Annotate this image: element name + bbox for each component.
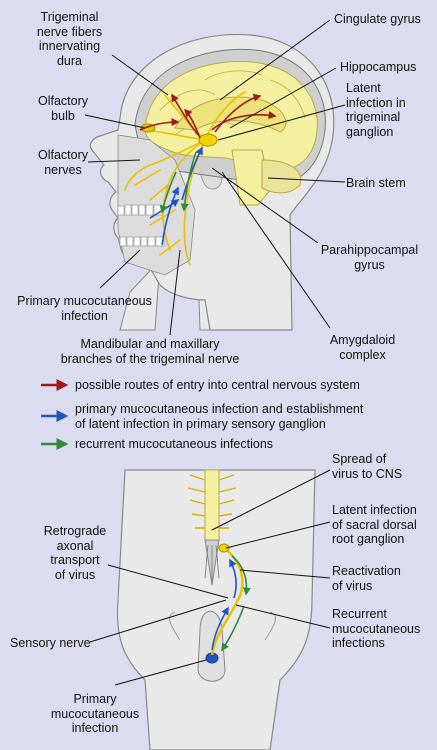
lower-blue-arrows	[211, 558, 237, 651]
trigeminal-ganglion	[198, 133, 218, 147]
groin-lines	[169, 611, 276, 641]
label-spread-cns: Spread of virus to CNS	[332, 452, 403, 481]
head-figure	[89, 33, 335, 331]
label-parahippocampal: Parahippocampal gyrus	[320, 243, 419, 272]
label-trigeminal-fibers: Trigeminal nerve fibers innervating dura	[36, 10, 103, 68]
legend-item-blue: primary mucocutaneous infection and esta…	[75, 402, 364, 431]
label-reactivation: Reactivation of virus	[332, 564, 401, 593]
label-brain-stem: Brain stem	[346, 176, 406, 190]
label-recurrent-lower: Recurrent mucocutaneous infections	[332, 607, 421, 650]
label-mandibular-maxillary: Mandibular and maxillary branches of the…	[60, 337, 240, 366]
label-hippocampus: Hippocampus	[340, 60, 417, 74]
sacral-ganglion	[218, 543, 230, 553]
leader-lines-lower	[89, 469, 331, 686]
leader-lines-upper	[84, 19, 346, 336]
cerebellum	[261, 159, 302, 194]
red-routes	[139, 93, 277, 139]
torso	[116, 469, 316, 750]
teeth	[117, 204, 165, 247]
label-sensory-nerve: Sensory nerve	[10, 636, 91, 650]
label-amygdaloid: Amygdaloid complex	[329, 333, 396, 362]
spinal-cord	[187, 469, 237, 586]
brain-gyri	[159, 70, 306, 136]
lower-body-figure	[116, 469, 316, 750]
label-latent-trigeminal: Latent infection in trigeminal ganglion	[346, 81, 406, 139]
label-olfactory-bulb: Olfactory bulb	[37, 94, 88, 123]
green-routes	[159, 151, 197, 214]
label-primary-mucocutaneous-lower: Primary mucocutaneous infection	[50, 692, 140, 735]
legend-arrows	[41, 379, 69, 450]
legend-item-red: possible routes of entry into central ne…	[75, 378, 360, 392]
lower-green-arrows	[221, 555, 251, 652]
label-latent-sacral: Latent infection of sacral dorsal root g…	[332, 503, 417, 546]
legend-item-green: recurrent mucocutaneous infections	[75, 437, 274, 451]
label-olfactory-nerves: Olfactory nerves	[37, 148, 88, 177]
label-retrograde: Retrograde axonal transport of virus	[43, 524, 107, 582]
label-cingulate-gyrus: Cingulate gyrus	[334, 12, 421, 26]
label-primary-mucocutaneous-head: Primary mucocutaneous infection	[17, 294, 152, 323]
